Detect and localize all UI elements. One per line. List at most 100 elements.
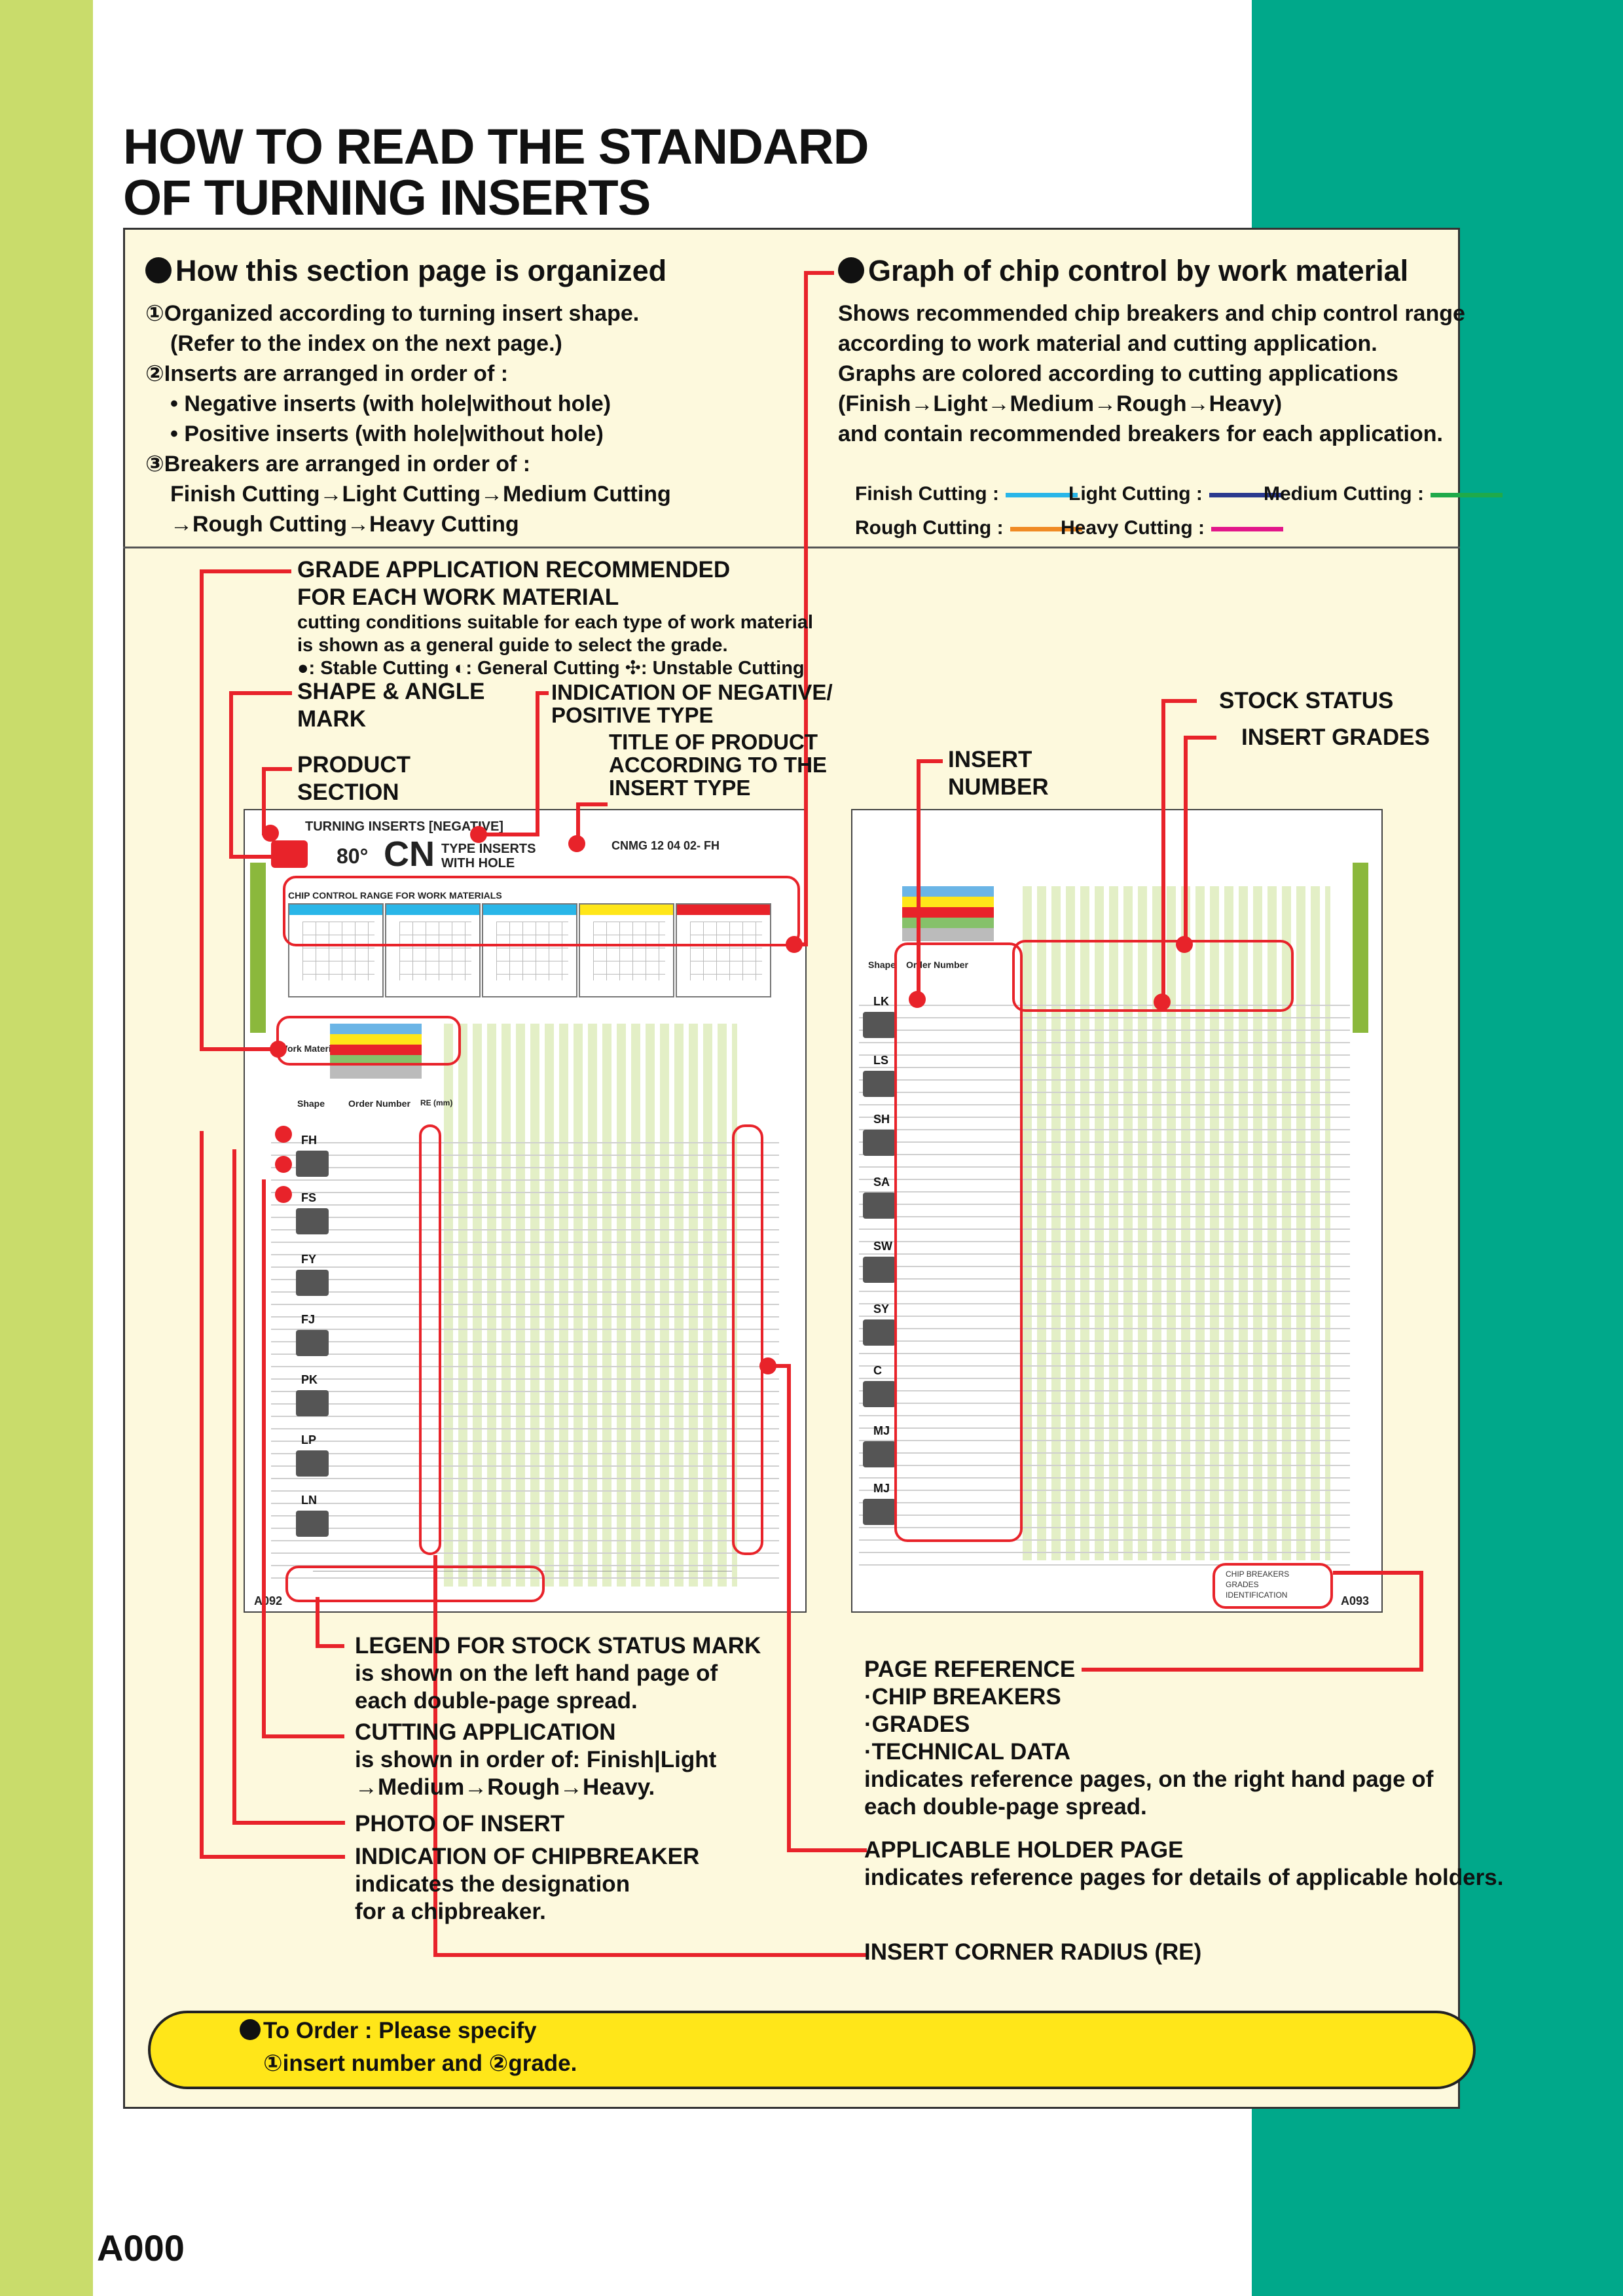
insert-photo [296, 1390, 329, 1416]
shape-col-header: Shape [297, 1098, 325, 1109]
corner-radius-highlight [419, 1124, 441, 1555]
insert-photo [296, 1450, 329, 1477]
chip-graph-carbon [385, 903, 481, 997]
organization-heading: How this section page is organized [145, 254, 666, 288]
insert-photo [863, 1130, 896, 1156]
breaker-label: LP [301, 1433, 317, 1446]
order-col-header: Order Number [348, 1098, 410, 1109]
product-section-callout: PRODUCT SECTION [297, 752, 411, 805]
insert-photo [296, 1511, 329, 1537]
shape-col-header: Shape [868, 960, 896, 970]
breaker-label: SY [873, 1302, 890, 1316]
breaker-label: SH [873, 1113, 890, 1126]
chip-graph-alloy [482, 903, 577, 997]
legend-line [1211, 526, 1284, 531]
sample-side-tab [1353, 863, 1368, 1033]
photo-callout: PHOTO OF INSERT [355, 1811, 565, 1837]
insert-photo [296, 1208, 329, 1234]
ref-identification: IDENTIFICATION [1226, 1590, 1288, 1600]
leader-dot [1154, 994, 1171, 1011]
order-line-1: To Order : Please specify [240, 2016, 537, 2046]
legend-line [1005, 492, 1078, 497]
insert-photo [863, 1257, 896, 1283]
chip-graph-stainless [579, 903, 674, 997]
section-divider [123, 547, 1460, 548]
insert-photo [863, 1319, 896, 1346]
chip-control-title: CHIP CONTROL RANGE FOR WORK MATERIALS [288, 890, 502, 901]
sample-code: CN [384, 834, 435, 874]
legend-line [1209, 492, 1281, 497]
legend-line [1010, 526, 1082, 531]
insert-photo [863, 1071, 896, 1097]
work-material-label: Work Material [279, 1043, 339, 1054]
holder-page-highlight [732, 1124, 763, 1555]
stock-legend-highlight [285, 1566, 545, 1602]
insert-photo [296, 1330, 329, 1356]
insert-photo [863, 1499, 896, 1525]
order-box [148, 2011, 1476, 2089]
insert-photo [863, 1441, 896, 1467]
page-number: A000 [97, 2227, 185, 2269]
breaker-label: LK [873, 995, 889, 1008]
leader-dot [909, 991, 926, 1008]
chip-graph-steel [288, 903, 384, 997]
breaker-label: FS [301, 1191, 317, 1204]
negative-positive-callout: INDICATION OF NEGATIVE/ POSITIVE TYPE [551, 680, 833, 727]
breaker-label: PK [301, 1373, 318, 1386]
page-reference-callout: PAGE REFERENCE ·CHIP BREAKERS ·GRADES ·T… [864, 1657, 1434, 1820]
table-rows [271, 1131, 779, 1589]
leader-dot [786, 936, 803, 953]
chipbreaker-callout: INDICATION OF CHIPBREAKER indicates the … [355, 1844, 700, 1924]
holder-page-callout: APPLICABLE HOLDER PAGE indicates referen… [864, 1837, 1504, 1890]
leader-dot [470, 826, 487, 843]
leader-dot [276, 848, 293, 865]
leader-dot [275, 1126, 292, 1143]
sample-left-page: TURNING INSERTS [NEGATIVE] 80° CN TYPE I… [244, 809, 807, 1613]
grade-application-highlight [276, 1016, 461, 1066]
chip-graph-text: Shows recommended chip breakers and chip… [838, 301, 1465, 446]
bullet-icon [838, 257, 864, 283]
sample-angle: 80° [337, 844, 369, 868]
stock-legend-callout: LEGEND FOR STOCK STATUS MARK is shown on… [355, 1633, 761, 1713]
sample-header: TURNING INSERTS [NEGATIVE] [305, 819, 503, 834]
legend-rough: Rough Cutting : [855, 517, 1082, 539]
sample-type-title: TYPE INSERTS [441, 842, 536, 856]
sample-type-title2: WITH HOLE [441, 856, 515, 870]
insert-photo [863, 1193, 896, 1219]
re-col-header: RE (mm) [420, 1098, 453, 1107]
chip-graph-cast-iron [676, 903, 771, 997]
cutting-application-callout: CUTTING APPLICATION is shown in order of… [355, 1719, 717, 1800]
breaker-label: LS [873, 1054, 889, 1067]
ref-grades: GRADES [1226, 1580, 1259, 1589]
insert-photo [863, 1012, 896, 1038]
ref-chip-breakers: CHIP BREAKERS [1226, 1570, 1290, 1579]
legend-heavy: Heavy Cutting : [1061, 517, 1284, 539]
breaker-label: SW [873, 1240, 892, 1253]
organization-text: ①Organized according to turning insert s… [145, 301, 671, 537]
legend-light: Light Cutting : [1068, 483, 1281, 505]
corner-radius-callout: INSERT CORNER RADIUS (RE) [864, 1939, 1202, 1965]
shape-angle-callout: SHAPE & ANGLE MARK [297, 679, 485, 732]
breaker-label: FJ [301, 1313, 316, 1326]
sample-designation: CNMG 12 04 02- FH [611, 839, 720, 852]
breaker-label: MJ [873, 1482, 890, 1495]
insert-photo [863, 1381, 896, 1407]
insert-grades-callout: INSERT GRADES [1241, 725, 1430, 750]
order-line-2: ①insert number and ②grade. [263, 2051, 577, 2076]
order-col-header: Order Number [906, 960, 968, 970]
breaker-label: C [873, 1364, 882, 1377]
leader-dot [262, 825, 279, 842]
chip-graph-heading: Graph of chip control by work material [838, 254, 1408, 288]
legend-medium: Medium Cutting : [1264, 483, 1503, 505]
sample-left-page-number: A092 [254, 1594, 283, 1607]
leader-dot [275, 1186, 292, 1203]
leader-dot [270, 1041, 287, 1058]
leader-dot [568, 835, 585, 852]
insert-number-highlight [894, 942, 1023, 1542]
work-material-colors [330, 1024, 422, 1079]
insert-photo [296, 1151, 329, 1177]
left-color-band [0, 0, 93, 2296]
breaker-label: FY [301, 1253, 317, 1266]
leader-dot [759, 1357, 776, 1374]
work-material-colors [902, 886, 994, 941]
